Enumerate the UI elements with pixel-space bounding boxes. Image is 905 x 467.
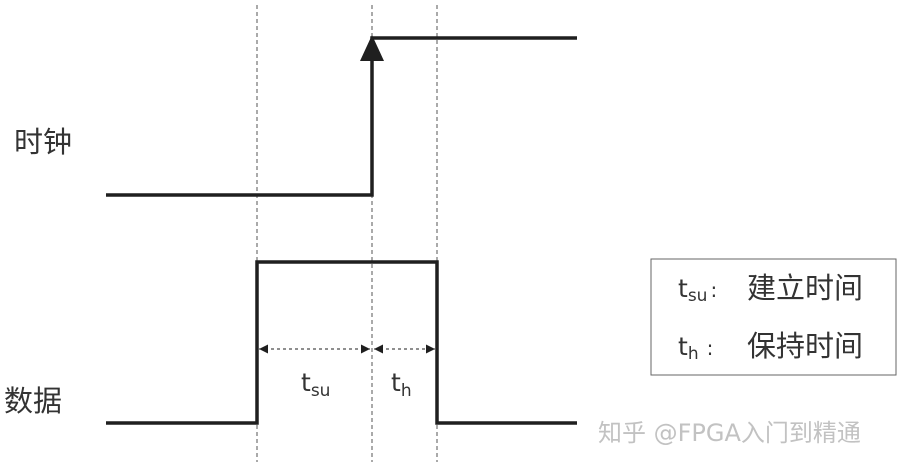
data-label: 数据 [4,384,62,418]
legend-box [650,258,897,376]
setup-time-label: tsu [301,368,330,401]
legend-setup-symbol: tsu: [678,274,717,306]
clock-waveform [106,36,577,197]
watermark: 知乎 @FPGA入门到精通 [598,419,861,447]
clock-label: 时钟 [14,125,72,159]
legend-setup-text: 建立时间 [747,271,863,305]
hold-time-label: th [391,368,412,401]
clock-rising-edge-arrow [360,35,384,61]
data-waveform [106,260,577,425]
legend-hold-text: 保持时间 [747,329,863,363]
legend-hold-symbol: th: [678,332,713,364]
